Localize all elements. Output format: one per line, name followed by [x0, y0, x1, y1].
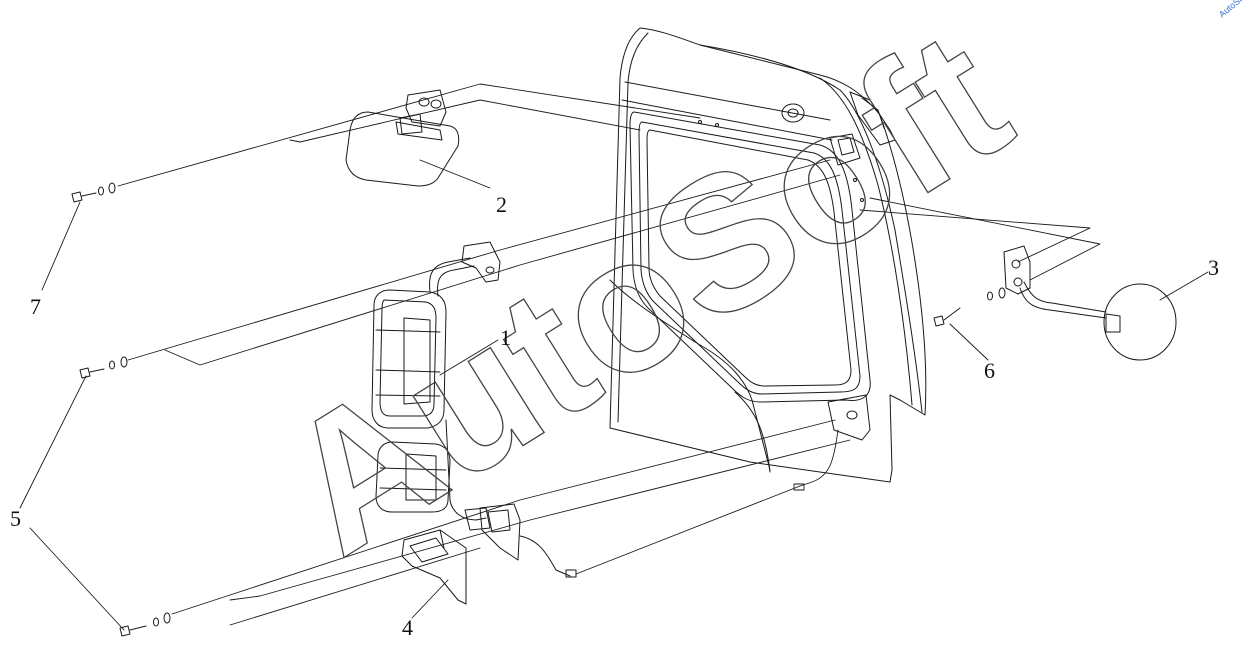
front-view-mirror — [345, 89, 460, 187]
callout-7: 7 — [30, 294, 41, 319]
lower-mirror-bracket — [401, 529, 467, 605]
watermark: AutoSoft — [249, 0, 1043, 595]
callout-1: 1 — [500, 325, 511, 350]
main-mirror-assembly — [371, 241, 577, 578]
assembly-lines — [117, 83, 1101, 626]
fastener-set-5 — [79, 356, 128, 379]
callout-2: 2 — [496, 192, 507, 217]
round-side-mirror — [1003, 245, 1177, 361]
callout-4: 4 — [402, 615, 413, 640]
cab-side-panel — [609, 27, 927, 483]
fastener-set-6 — [933, 287, 1006, 327]
callout-6: 6 — [984, 358, 995, 383]
callout-labels: 1 2 3 4 5 6 7 — [10, 192, 1219, 640]
leader-lines — [19, 159, 1209, 631]
corner-watermark: AutoSoft — [1217, 0, 1242, 20]
callout-3: 3 — [1208, 255, 1219, 280]
callout-5: 5 — [10, 506, 21, 531]
fastener-set-7 — [71, 182, 116, 203]
watermark-text: AutoSoft — [249, 0, 1041, 595]
fastener-set-lower — [119, 612, 171, 637]
